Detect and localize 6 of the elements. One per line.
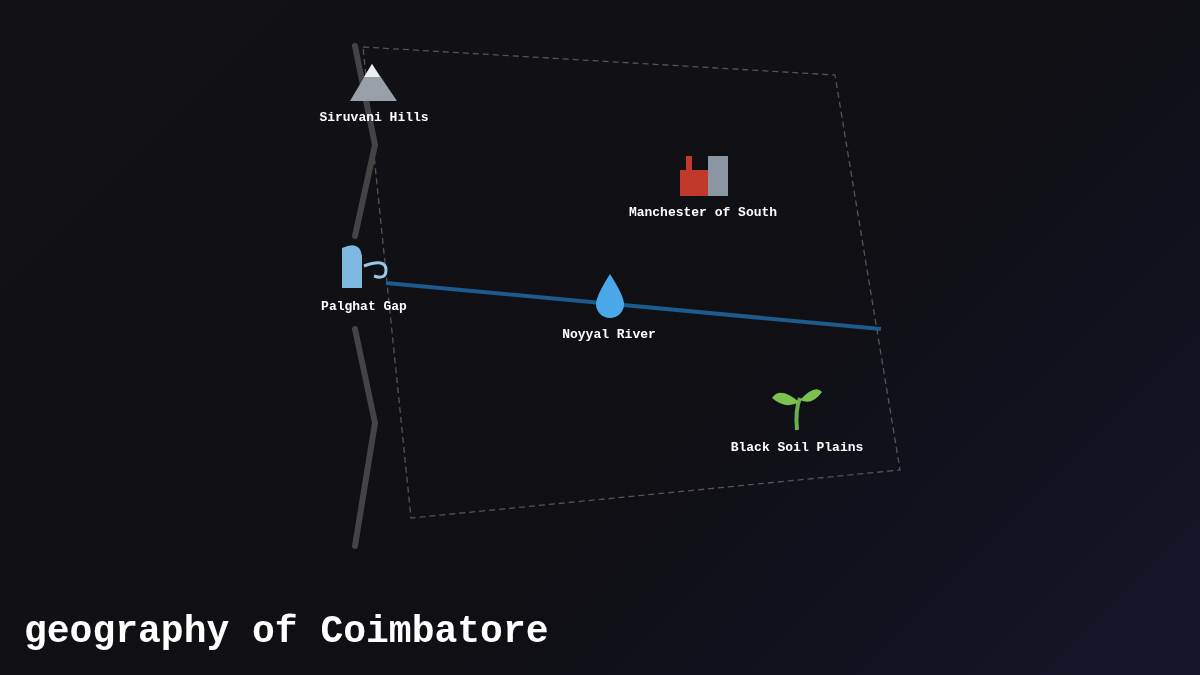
title: geography of Coimbatore — [24, 610, 549, 653]
place-label: Manchester of South — [628, 205, 778, 220]
place-label: Siruvani Hills — [319, 110, 429, 125]
place-label: Noyyal River — [562, 327, 656, 342]
place-label: Black Soil Plains — [730, 440, 864, 455]
place-label: Palghat Gap — [321, 299, 407, 314]
